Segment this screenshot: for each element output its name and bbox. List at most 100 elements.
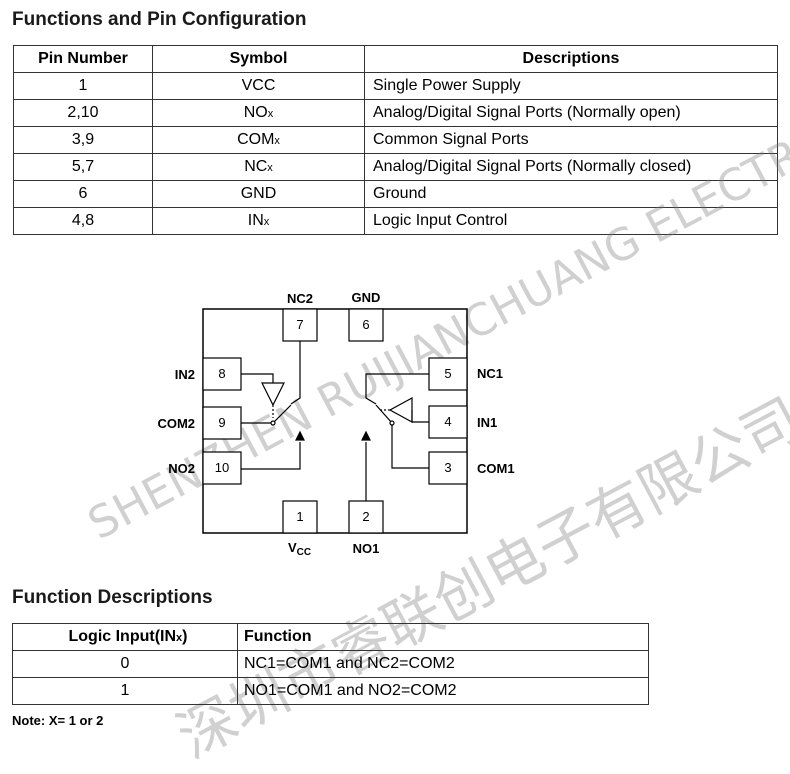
description-cell: Logic Input Control — [364, 207, 778, 235]
label-in2: IN2 — [175, 367, 195, 382]
table-row: 4,8 INx Logic Input Control — [13, 207, 778, 235]
table-row: 2,10 NOx Analog/Digital Signal Ports (No… — [13, 99, 778, 127]
header-logic-input: Logic Input(INx) — [12, 623, 238, 651]
com1-wire — [375, 404, 429, 469]
symbol-cell: GND — [152, 180, 365, 208]
header-pin-number: Pin Number — [13, 45, 153, 73]
function-description-table: Logic Input(INx) Function 0 NC1=COM1 and… — [12, 623, 649, 705]
contact-no1-icon — [361, 430, 371, 441]
label-vcc-sub: CC — [297, 547, 311, 558]
description-cell: Analog/Digital Signal Ports (Normally cl… — [364, 153, 778, 181]
pin-number-5: 5 — [444, 366, 451, 381]
no2-wire — [241, 442, 301, 470]
table-row: 3,9 COMx Common Signal Ports — [13, 126, 778, 154]
header-function: Function — [237, 623, 649, 651]
pin-number-9: 9 — [218, 415, 225, 430]
label-com2: COM2 — [157, 416, 195, 431]
description-cell: Common Signal Ports — [364, 126, 778, 154]
pin-box-6 — [348, 308, 384, 342]
in2-wire — [241, 373, 274, 383]
symbol-subscript: x — [267, 162, 273, 174]
pivot-2-icon — [270, 420, 276, 426]
pin-number-cell: 3,9 — [13, 126, 153, 154]
function-cell: NC1=COM1 and NC2=COM2 — [237, 650, 649, 678]
table-row: 6 GND Ground — [13, 180, 778, 208]
symbol-text: IN — [247, 212, 264, 229]
pin-box-7 — [282, 308, 318, 342]
table-row: 5,7 NCx Analog/Digital Signal Ports (Nor… — [13, 153, 778, 181]
pin-number-8: 8 — [218, 366, 225, 381]
section-title-function-descriptions: Function Descriptions — [12, 587, 213, 608]
pin-configuration-table: Pin Number Symbol Descriptions 1 VCC Sin… — [13, 45, 778, 235]
pin-number-1: 1 — [296, 509, 303, 524]
nc1-wire — [365, 373, 429, 405]
pin-box-8 — [202, 357, 242, 391]
pivot-1-icon — [389, 420, 395, 426]
header-symbol: Symbol — [152, 45, 365, 73]
contact-no2-icon — [295, 430, 305, 441]
label-gnd: GND — [352, 290, 381, 305]
header-logic-input-close: ) — [182, 628, 188, 645]
symbol-cell: INx — [152, 207, 365, 235]
label-nc1: NC1 — [477, 366, 503, 381]
table-header-row: Logic Input(INx) Function — [12, 623, 649, 651]
symbol-subscript: x — [267, 108, 274, 120]
symbol-text: COM — [237, 131, 275, 148]
switch-1-circuit — [361, 373, 429, 501]
in1-wire — [411, 410, 429, 423]
label-no1: NO1 — [353, 541, 380, 556]
pin-box-1 — [282, 500, 318, 534]
label-in1: IN1 — [477, 415, 497, 430]
logic-input-cell: 1 — [12, 677, 238, 705]
function-cell: NO1=COM1 and NO2=COM2 — [237, 677, 649, 705]
symbol-subscript: x — [263, 216, 270, 228]
table-row: 0 NC1=COM1 and NC2=COM2 — [12, 650, 649, 678]
description-cell: Single Power Supply — [364, 72, 778, 100]
pin-configuration-diagram: 7 6 NC2 GND 8 9 10 IN2 COM2 NO2 5 4 3 NC… — [157, 290, 515, 558]
label-com1: COM1 — [477, 461, 515, 476]
table-row: 1 NO1=COM1 and NO2=COM2 — [12, 677, 649, 705]
pin-box-4 — [428, 405, 468, 439]
label-vcc-main: V — [288, 540, 297, 555]
pin-number-cell: 4,8 — [13, 207, 153, 235]
symbol-text: GND — [240, 185, 277, 202]
symbol-subscript: x — [274, 135, 280, 147]
pin-number-4: 4 — [444, 414, 451, 429]
description-cell: Ground — [364, 180, 778, 208]
logic-input-cell: 0 — [12, 650, 238, 678]
section-title-pin-config: Functions and Pin Configuration — [12, 9, 307, 30]
pin-number-6: 6 — [362, 317, 369, 332]
label-nc2: NC2 — [287, 291, 313, 306]
nc2-wire — [290, 341, 301, 405]
symbol-cell: COMx — [152, 126, 365, 154]
pin-number-cell: 5,7 — [13, 153, 153, 181]
table-row: 1 VCC Single Power Supply — [13, 72, 778, 100]
header-logic-input-text: Logic Input(IN — [68, 628, 177, 645]
description-cell: Analog/Digital Signal Ports (Normally op… — [364, 99, 778, 127]
buffer-2-icon — [261, 382, 285, 407]
symbol-cell: NOx — [152, 99, 365, 127]
symbol-text: NO — [243, 104, 268, 121]
symbol-cell: VCC — [152, 72, 365, 100]
symbol-text: NC — [244, 158, 268, 175]
pin-number-7: 7 — [296, 317, 303, 332]
footnote: Note: X= 1 or 2 — [12, 713, 104, 728]
pin-number-cell: 6 — [13, 180, 153, 208]
pin-box-2 — [348, 500, 384, 534]
label-no2: NO2 — [168, 461, 195, 476]
pin-number-3: 3 — [444, 460, 451, 475]
pin-number-cell: 1 — [13, 72, 153, 100]
label-vcc: VCC — [288, 540, 311, 558]
switch-2-circuit — [241, 341, 305, 470]
header-logic-input-sub: x — [176, 632, 183, 644]
symbol-text: VCC — [241, 77, 276, 94]
symbol-cell: NCx — [152, 153, 365, 181]
com2-wire — [241, 404, 292, 424]
header-descriptions: Descriptions — [364, 45, 778, 73]
pin-number-2: 2 — [362, 509, 369, 524]
pin-number-10: 10 — [215, 460, 229, 475]
pin-box-10 — [202, 451, 242, 485]
table-header-row: Pin Number Symbol Descriptions — [13, 45, 778, 73]
pin-number-cell: 2,10 — [13, 99, 153, 127]
package-outline — [202, 308, 468, 534]
